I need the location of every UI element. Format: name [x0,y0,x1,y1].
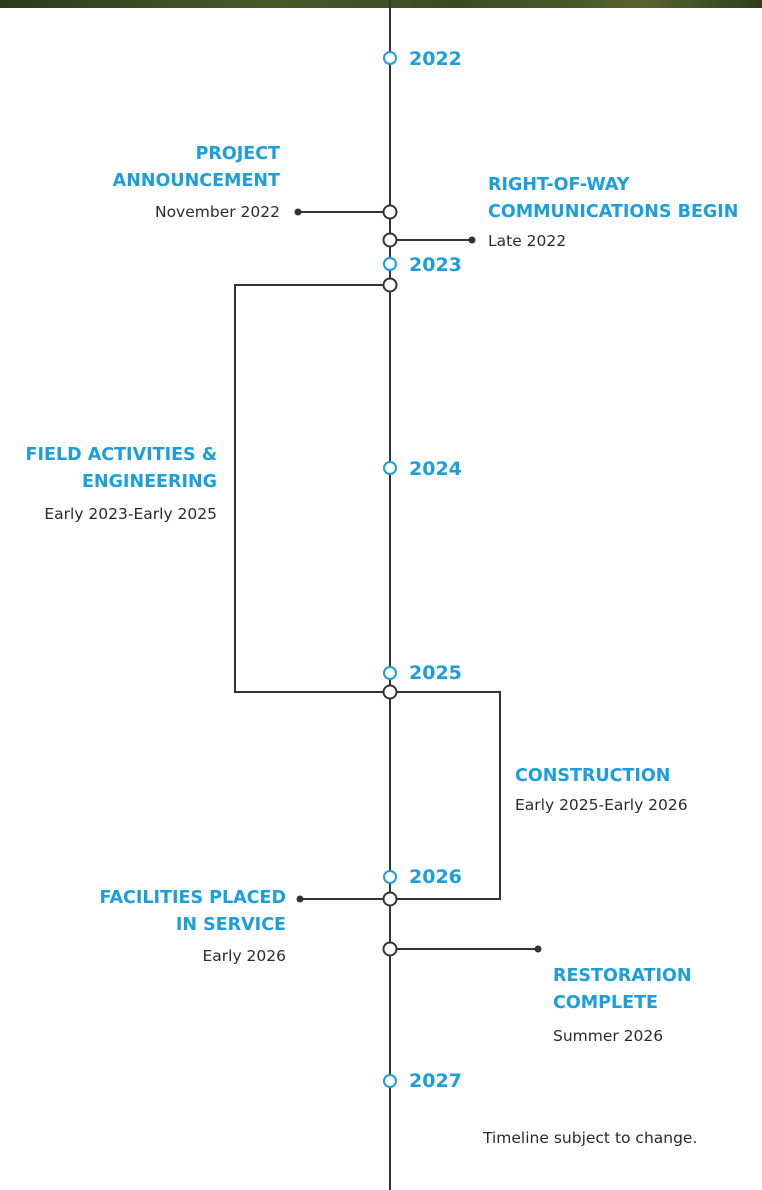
milestone-title-field-activities: FIELD ACTIVITIES & ENGINEERING [26,442,217,496]
milestone-date-construction: Early 2025-Early 2026 [515,796,688,814]
year-label-2025: 2025 [409,662,462,684]
milestone-date-right-of-way: Late 2022 [488,232,567,250]
milestone-title-line: PROJECT [195,144,280,164]
milestone-title-line: ENGINEERING [81,472,217,492]
year-marker-2027 [383,1074,397,1088]
milestone-title-restoration-complete: RESTORATION COMPLETE [553,963,691,1017]
year-marker-2024 [383,461,397,475]
header-photo-strip [0,0,762,8]
event-node-construction-start [382,684,398,700]
milestone-date-restoration-complete: Summer 2026 [553,1027,664,1045]
year-label-2027: 2027 [409,1070,462,1092]
milestone-title-line: FACILITIES PLACED [99,888,286,908]
milestone-title-facilities-in-service: FACILITIES PLACED IN SERVICE [100,885,286,939]
announcement-dot [294,208,302,216]
milestone-title-project-announcement: PROJECT ANNOUNCEMENT [113,141,280,195]
milestone-title-construction: CONSTRUCTION [515,763,670,790]
in-service-dot [296,895,304,903]
milestone-title-line: CONSTRUCTION [515,766,671,786]
timeline-disclaimer: Timeline subject to change. [483,1129,698,1147]
event-node-field-start [382,277,398,293]
milestone-date-facilities-in-service: Early 2026 [202,947,286,965]
milestone-date-field-activities: Early 2023-Early 2025 [44,505,217,523]
milestone-title-line: FIELD ACTIVITIES & [25,445,217,465]
milestone-title-line: ANNOUNCEMENT [112,171,280,191]
construction-bracket [390,691,501,900]
year-label-2026: 2026 [409,866,462,888]
milestone-title-line: COMMUNICATIONS BEGIN [488,202,739,222]
milestone-title-right-of-way: RIGHT-OF-WAY COMMUNICATIONS BEGIN [488,172,738,226]
year-label-2024: 2024 [409,458,462,480]
year-label-2023: 2023 [409,254,462,276]
restoration-dot [534,945,542,953]
year-marker-2026 [383,870,397,884]
milestone-date-project-announcement: November 2022 [154,203,280,221]
year-marker-2023 [383,257,397,271]
milestone-title-line: IN SERVICE [175,915,286,935]
milestone-title-line: RESTORATION [553,966,692,986]
row-dot [468,236,476,244]
year-label-2022: 2022 [409,48,462,70]
event-node-restoration [382,941,398,957]
event-node-announcement [382,204,398,220]
event-node-row [382,232,398,248]
field-activities-bracket [234,284,390,693]
milestone-title-line: COMPLETE [553,993,658,1013]
year-marker-2022 [383,51,397,65]
year-marker-2025 [383,666,397,680]
event-node-in-service [382,891,398,907]
milestone-title-line: RIGHT-OF-WAY [488,175,630,195]
